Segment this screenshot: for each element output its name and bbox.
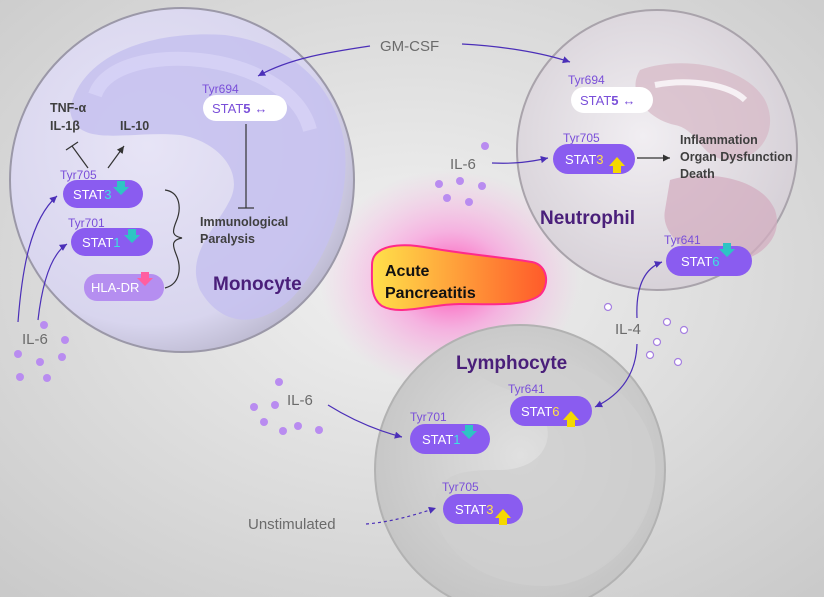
neu-stat3-label: STAT3 — [565, 152, 604, 167]
lym-stat1-down-arrow-icon — [461, 425, 477, 439]
neu-stat5-label: STAT5↔ — [580, 93, 636, 108]
lym-stat3-label: STAT3 — [455, 502, 494, 517]
mono-stat1-down-arrow-icon — [124, 229, 140, 243]
il1b-label: IL-1β — [50, 119, 80, 133]
il10-label: IL-10 — [120, 119, 149, 133]
lym-tyr705: Tyr705 — [442, 480, 479, 494]
neu-il6-label: IL-6 — [450, 156, 476, 173]
il4-to-lym-stat6-arrow — [594, 343, 638, 408]
neu-il6-dots — [435, 142, 489, 206]
lym-stat1-label: STAT1 — [422, 432, 461, 447]
tnf-alpha-label: TNF-α — [50, 101, 86, 115]
outcome-death: Death — [680, 167, 715, 181]
mono-il6-dots — [14, 321, 69, 382]
neu-tyr694: Tyr694 — [568, 73, 605, 87]
mono-tyr705: Tyr705 — [60, 168, 97, 182]
neu-tyr641: Tyr641 — [664, 233, 701, 247]
neu-stat6-down-arrow-icon — [719, 243, 735, 257]
paralysis-brace — [164, 189, 183, 289]
lym-il6-dots — [250, 378, 323, 435]
gmcsf-to-mono-arrow — [257, 45, 371, 77]
outcome-organ-dysfunction: Organ Dysfunction — [680, 150, 793, 164]
lym-stat6-label: STAT6 — [521, 404, 560, 419]
svg-text:Acute: Acute — [385, 263, 430, 280]
mono-tyr694: Tyr694 — [202, 82, 239, 96]
mono-stat1-label: STAT1 — [82, 235, 121, 250]
unstimulated-label: Unstimulated — [248, 516, 336, 533]
gmcsf-label: GM-CSF — [380, 38, 439, 55]
center-title-line2: Pancreatitis — [385, 285, 476, 302]
neu-tyr705: Tyr705 — [563, 131, 600, 145]
neutrophil-title: Neutrophil — [540, 208, 635, 229]
hla-dr-down-arrow-icon — [137, 272, 153, 286]
mono-stat3-label: STAT3 — [73, 187, 112, 202]
neu-stat5-pill — [571, 87, 653, 113]
mono-il6-label: IL-6 — [22, 331, 48, 348]
lym-stat3-up-arrow-icon — [495, 509, 511, 525]
unstim-to-lym-stat3-arrow — [365, 506, 437, 525]
paralysis-line1: Immunological — [200, 215, 288, 229]
lym-tyr641: Tyr641 — [508, 382, 545, 396]
paralysis-line2: Paralysis — [200, 232, 255, 246]
il4-dots — [603, 302, 689, 367]
lym-stat6-up-arrow-icon — [563, 411, 579, 427]
mono-stat5-label: STAT5↔ — [212, 101, 268, 116]
monocyte-title: Monocyte — [213, 274, 302, 295]
tnf-inhibit-bar — [65, 141, 79, 151]
acute-pancreatitis-badge: Acute Pancreatitis — [370, 244, 548, 311]
lym-tyr701: Tyr701 — [410, 410, 447, 424]
mono-stat3-down-arrow-icon — [113, 181, 129, 195]
neu-stat6-label: STAT6 — [681, 254, 720, 269]
lym-il6-label: IL-6 — [287, 392, 313, 409]
mono-tyr701: Tyr701 — [68, 216, 105, 230]
stat3-to-tnf-inhibit — [71, 145, 89, 169]
center-title-line1: Acute — [385, 263, 430, 280]
neutrophil-cell — [516, 9, 798, 291]
svg-text:Pancreatitis: Pancreatitis — [385, 285, 476, 302]
il6-to-lym-stat1-arrow — [327, 404, 403, 439]
il6-to-mono-stat1-arrow — [37, 243, 68, 321]
stat3-to-il10-arrow — [107, 145, 125, 169]
il4-label: IL-4 — [615, 321, 641, 338]
lymphocyte-title: Lymphocyte — [456, 353, 567, 374]
neu-stat3-up-arrow-icon — [609, 157, 625, 173]
mono-stat5-pill — [203, 95, 287, 121]
il6-to-mono-stat3-arrow — [17, 195, 58, 323]
il4-to-neu-stat6-arrow — [636, 261, 663, 319]
lymphocyte-cell — [374, 324, 666, 597]
gmcsf-to-neu-arrow — [461, 43, 571, 64]
outcome-inflammation: Inflammation — [680, 133, 758, 147]
hla-dr-label: HLA-DR — [91, 280, 139, 295]
il6-to-neu-stat3-arrow — [491, 156, 549, 164]
